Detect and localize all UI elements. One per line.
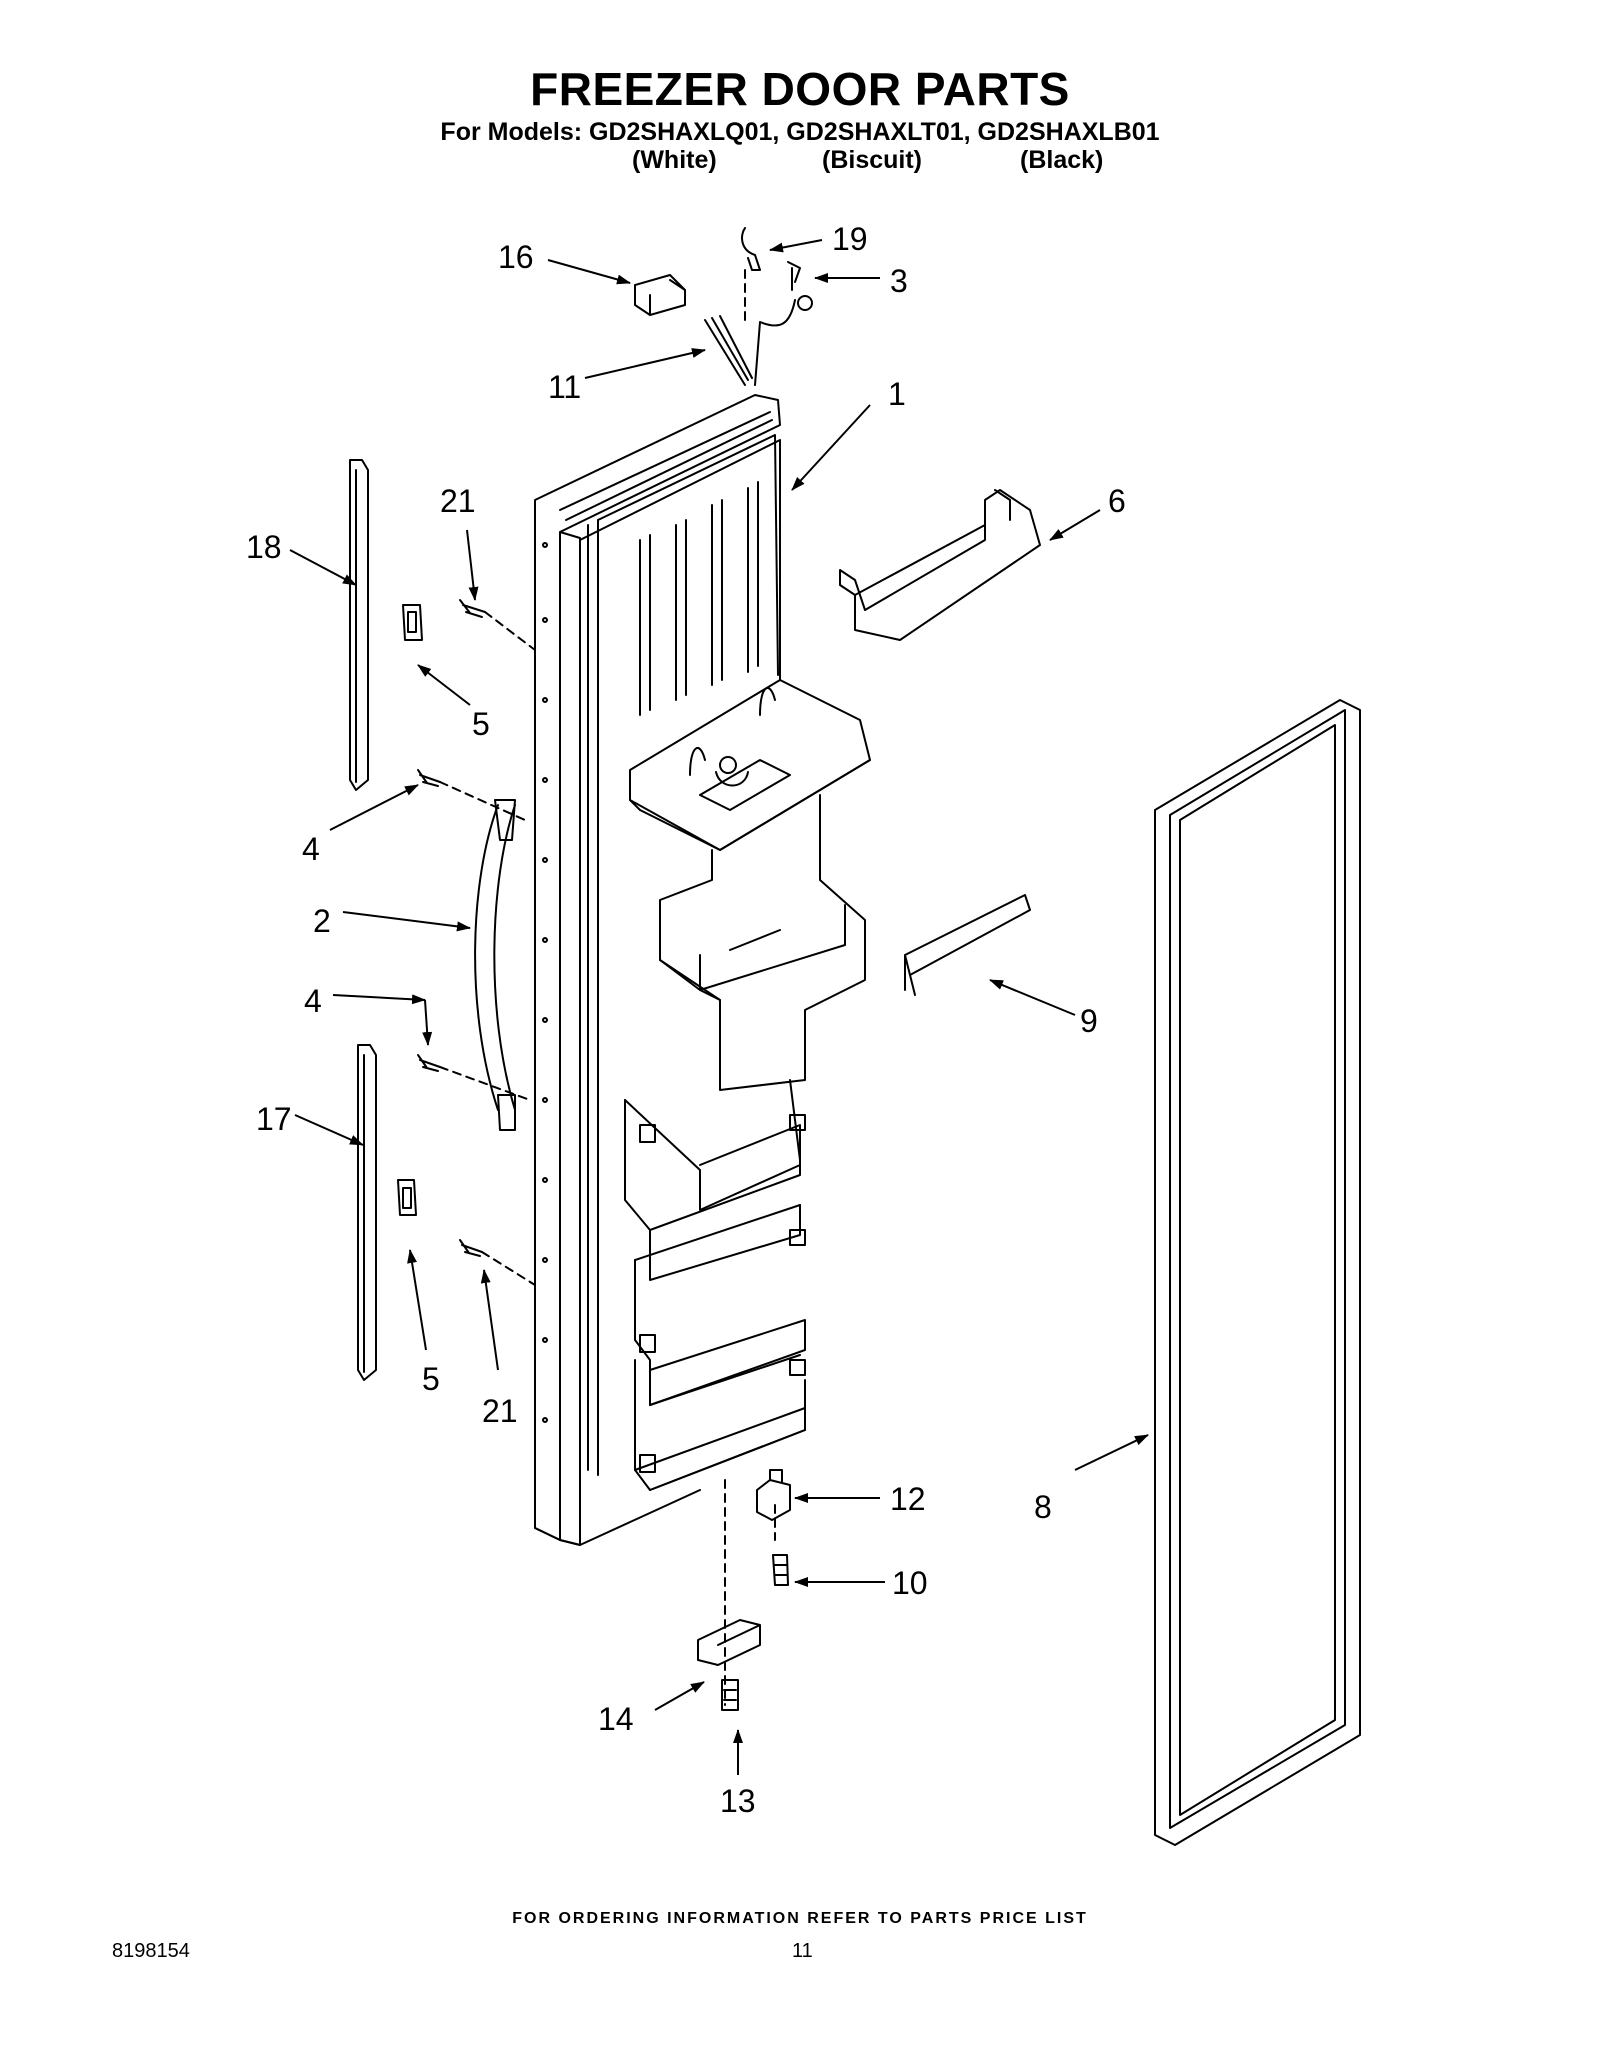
- callout-14: 14: [598, 1701, 634, 1737]
- callout-21-lower: 21: [482, 1393, 518, 1429]
- callout-11: 11: [548, 369, 581, 405]
- callout-12: 12: [890, 1481, 926, 1517]
- clip-upper: [402, 604, 423, 641]
- leader-arrows: [289, 239, 1149, 1775]
- connector-16: [634, 274, 686, 316]
- callout-18: 18: [246, 529, 282, 565]
- clip-lower: [397, 1179, 417, 1216]
- callout-5-upper: 5: [472, 706, 490, 742]
- page-number: 11: [792, 1940, 813, 1962]
- screw-13: [721, 1679, 739, 1711]
- callout-21-upper: 21: [440, 483, 476, 519]
- color-white: (White): [632, 146, 717, 174]
- color-black: (Black): [1020, 146, 1104, 174]
- ordering-note: FOR ORDERING INFORMATION REFER TO PARTS …: [512, 1910, 1088, 1927]
- screw-10: [772, 1554, 789, 1586]
- door-panel: [534, 394, 871, 1546]
- document-number: 8198154: [112, 1940, 190, 1962]
- wire-harness: [704, 299, 796, 386]
- trim-18: [349, 459, 369, 791]
- shelf-bar-6: [839, 489, 1041, 641]
- trim-17: [357, 1044, 377, 1381]
- callout-2: 2: [313, 903, 331, 939]
- callout-1: 1: [888, 376, 906, 412]
- door-gasket: [1154, 699, 1361, 1846]
- callout-4-upper: 4: [302, 831, 320, 867]
- callout-4-lower: 4: [304, 983, 322, 1019]
- channel-9: [904, 894, 1031, 996]
- callout-16: 16: [498, 239, 534, 275]
- callout-3: 3: [890, 263, 908, 299]
- callout-13: 13: [720, 1783, 756, 1819]
- door-handle: [474, 799, 516, 1131]
- callout-5-lower: 5: [422, 1361, 440, 1397]
- callout-10: 10: [892, 1565, 928, 1601]
- callout-8: 8: [1034, 1489, 1052, 1525]
- page-title: FREEZER DOOR PARTS: [530, 63, 1070, 115]
- color-biscuit: (Biscuit): [822, 146, 922, 174]
- hinge-14: [697, 1619, 761, 1666]
- callout-17: 17: [256, 1101, 292, 1137]
- alignment-lines: [439, 269, 776, 1706]
- callout-6: 6: [1108, 483, 1126, 519]
- callout-9: 9: [1080, 1003, 1098, 1039]
- callout-labels: 16 19 3 11 1 6 21 18 5 4 2 4 9 17 5 21 1…: [246, 221, 1126, 1819]
- hinge-12: [756, 1469, 791, 1521]
- models-line: For Models: GD2SHAXLQ01, GD2SHAXLT01, GD…: [440, 118, 1160, 146]
- callout-19: 19: [832, 221, 868, 257]
- screws: [417, 227, 801, 1257]
